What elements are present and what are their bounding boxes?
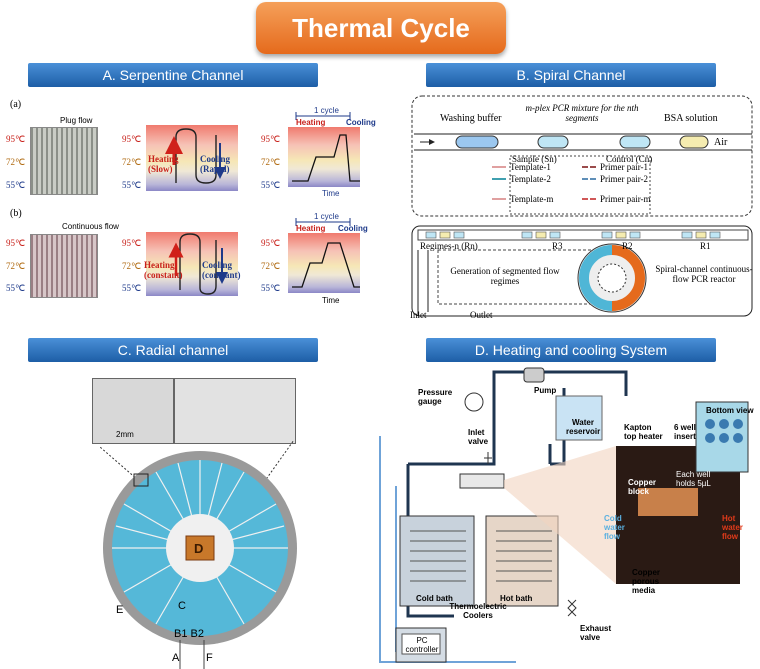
r1-label: R1: [700, 241, 711, 251]
hot-water-label: Hot water flow: [722, 514, 743, 541]
temp-95-a2: 95℃: [122, 134, 142, 144]
scale-bar-label: 2mm: [116, 430, 134, 439]
primer2-label: Primer pair-2: [600, 174, 649, 184]
spiral-diagram: [411, 95, 753, 317]
outlet-label: Outlet: [470, 310, 493, 320]
serpentine-loop-a: [165, 128, 226, 184]
sample-label: Sample (Sn): [512, 154, 557, 164]
radial-inset-left: [92, 378, 174, 444]
control-label: Control (Cn): [606, 154, 653, 164]
cold-water-label: Cold water flow: [604, 514, 625, 541]
continuous-flow-photo: [30, 234, 98, 298]
hot-bath-label: Hot bath: [500, 594, 533, 603]
radial-label-b1b2: B1 B2: [174, 628, 204, 640]
temp-55-b1: 55℃: [6, 283, 26, 293]
regimes-label: Regimes-n (Rn): [420, 241, 478, 251]
temp-95-b1: 95℃: [6, 238, 26, 248]
primer1-label: Primer pair-1: [600, 162, 649, 172]
one-cycle-label-b: 1 cycle: [314, 212, 339, 221]
temp-95-a3: 95℃: [261, 134, 281, 144]
r3-label: R3: [552, 241, 563, 251]
continuous-flow-label: Continuous flow: [62, 222, 119, 231]
section-c-banner: C. Radial channel: [28, 338, 318, 362]
heating-label-b: Heating: [296, 224, 326, 233]
radial-label-f: F: [206, 652, 213, 664]
section-d-banner: D. Heating and cooling System: [426, 338, 716, 362]
section-b-banner: B. Spiral Channel: [426, 63, 716, 87]
templatem-label: Template-m: [510, 194, 554, 204]
row-b-label: (b): [10, 208, 22, 219]
radial-disc: [100, 440, 297, 669]
serpentine-loop-b: [168, 233, 228, 295]
pressure-gauge-label: Pressure gauge: [418, 388, 453, 406]
section-a-banner: A. Serpentine Channel: [28, 63, 318, 87]
exhaust-valve-label: Exhaust valve: [580, 624, 612, 642]
thermoelectric-label: Thermoelectric Coolers: [449, 602, 507, 620]
temp-72-b3: 72℃: [261, 261, 281, 271]
temp-55-b2: 55℃: [122, 283, 142, 293]
temp-55-a1: 55℃: [6, 180, 26, 190]
copper-porous-label: Copper porous media: [632, 568, 660, 595]
inlet-label: Inlet: [410, 310, 427, 320]
temp-95-a1: 95℃: [6, 134, 26, 144]
cycle-trace-a: [292, 112, 360, 182]
heating-slow-label: Heating (Slow): [148, 154, 179, 174]
water-reservoir-label: Water reservoir: [566, 418, 601, 436]
reactor-label: Spiral-channel continuous-flow PCR react…: [655, 264, 753, 284]
washing-buffer-label: Washing buffer: [440, 113, 502, 124]
heating-label-a: Heating: [296, 118, 326, 127]
radial-label-a: A: [172, 652, 180, 664]
time-label-a: Time: [322, 189, 340, 198]
temp-95-b2: 95℃: [122, 238, 142, 248]
temp-72-a3: 72℃: [261, 157, 281, 167]
template1-label: Template-1: [510, 162, 551, 172]
serpentine-heat-map-a: [146, 125, 238, 191]
generation-label: Generation of segmented flow regimes: [450, 266, 560, 286]
cooling-label-a: Cooling: [346, 118, 376, 127]
template2-label: Template-2: [510, 174, 551, 184]
temp-55-a2: 55℃: [122, 180, 142, 190]
primerm-label: Primer pair-m: [600, 194, 651, 204]
time-label-b: Time: [322, 296, 340, 305]
cooling-label-b: Cooling: [338, 224, 368, 233]
temp-72-b1: 72℃: [6, 261, 26, 271]
temp-72-b2: 72℃: [122, 261, 142, 271]
cooling-constant-label: Cooling (constant): [202, 260, 241, 280]
pump-label: Pump: [534, 386, 557, 395]
mplex-label: m-plex PCR mixture for the nth segments: [525, 103, 639, 123]
inlet-valve-label: Inlet valve: [468, 428, 489, 446]
pc-controller-label: PC controller: [405, 636, 439, 654]
r2-label: R2: [622, 241, 633, 251]
radial-label-e: E: [116, 604, 124, 616]
plug-flow-label: Plug flow: [60, 116, 93, 125]
copper-block-label: Copper block: [628, 478, 656, 496]
cooling-rapid-label: Cooling (Rapid): [200, 154, 231, 174]
temp-55-a3: 55℃: [261, 180, 281, 190]
row-a-label: (a): [10, 99, 22, 110]
one-cycle-label-a: 1 cycle: [314, 106, 339, 115]
temp-95-b3: 95℃: [261, 238, 281, 248]
bottom-view-label: Bottom view: [706, 406, 754, 415]
radial-label-c: C: [178, 600, 186, 612]
six-well-label: 6 well insert: [674, 423, 696, 441]
page-title: Thermal Cycle: [256, 2, 506, 54]
temp-72-a2: 72℃: [122, 157, 142, 167]
kapton-label: Kapton top heater: [624, 423, 663, 441]
cold-bath-label: Cold bath: [416, 594, 453, 603]
radial-label-d: D: [194, 541, 204, 556]
each-well-label: Each well holds 5µL: [676, 470, 711, 488]
plug-flow-photo: [30, 127, 98, 195]
temp-72-a1: 72℃: [6, 157, 26, 167]
bsa-label: BSA solution: [664, 113, 718, 124]
cycle-trace-b: [292, 218, 360, 288]
cycle-plot-b: [288, 233, 360, 293]
heating-constant-label: Heating (constant): [144, 260, 183, 280]
temp-55-b3: 55℃: [261, 283, 281, 293]
heating-cooling-diagram: [376, 366, 760, 669]
air-label: Air: [714, 137, 728, 148]
radial-inset-right: [174, 378, 296, 444]
